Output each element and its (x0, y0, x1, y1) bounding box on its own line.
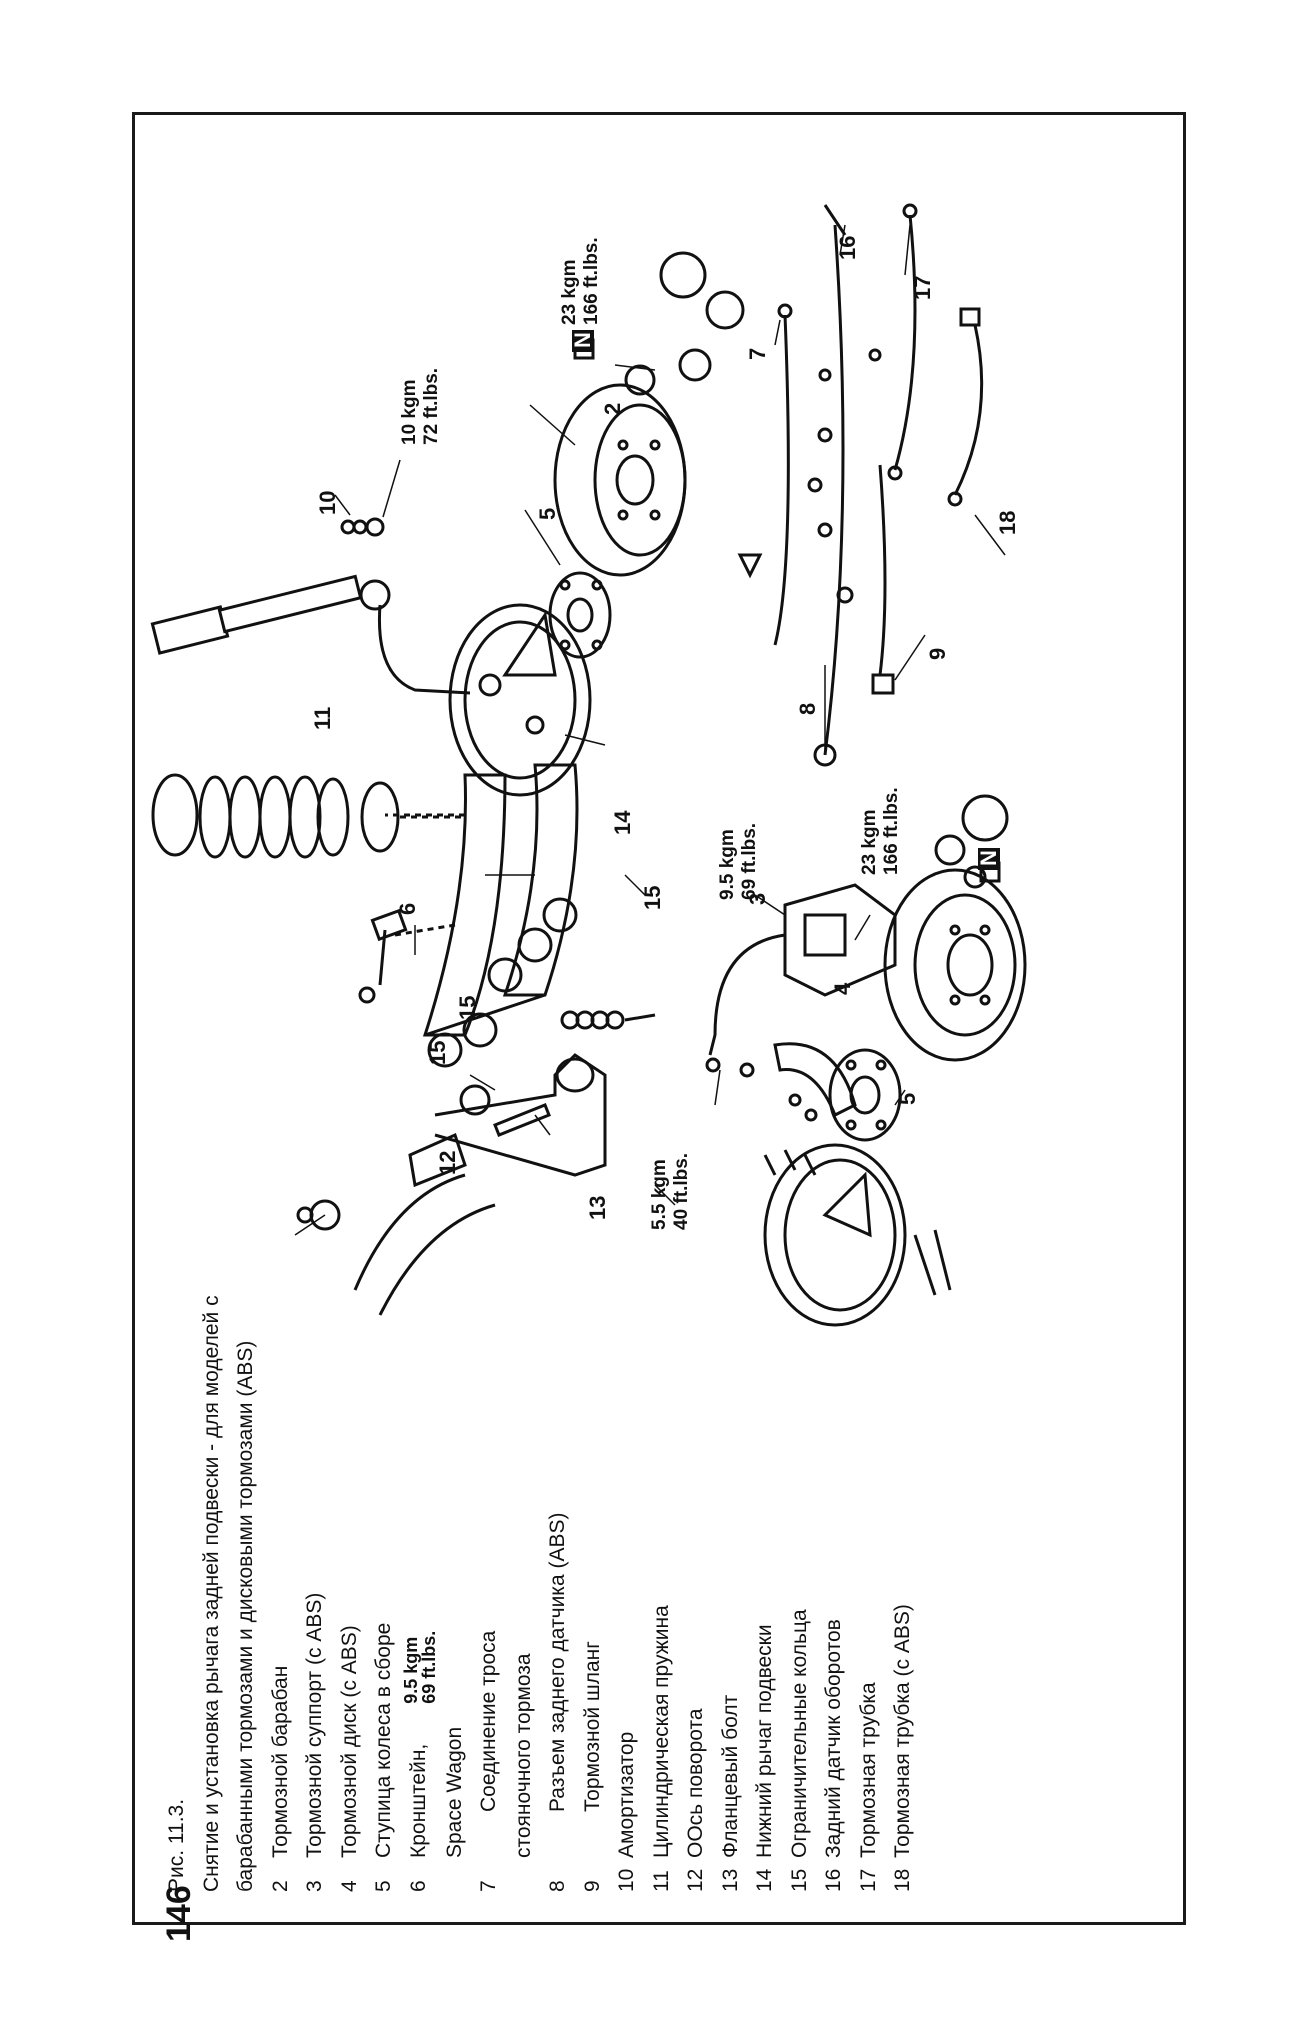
washer-set (560, 1010, 656, 1030)
torque-5-5kgm-2: 40 ft.lbs. (671, 1153, 692, 1230)
callout-n-lower: N (976, 850, 1001, 866)
parking-brake-cable (737, 303, 793, 646)
figure-frame (132, 112, 1186, 1925)
callout-4: 4 (830, 982, 855, 995)
callout-15-a: 15 (640, 886, 665, 910)
torque-10kgm-1: 10 kgm (399, 380, 420, 445)
callout-13: 13 (585, 1196, 610, 1220)
callout-9: 9 (925, 648, 950, 660)
brake-disc-part (883, 868, 1027, 1062)
flange-bolt-part (296, 1103, 551, 1231)
callout-5-top: 5 (535, 508, 560, 520)
callout-15-b: 15 (455, 996, 480, 1020)
callout-16: 16 (835, 236, 860, 260)
wheel-hub-top (548, 571, 612, 659)
callout-12: 12 (435, 1151, 460, 1175)
exploded-suspension-diagram: 2 3 4 5 5 6 7 8 9 10 11 12 13 14 15 15 1… (150, 203, 1027, 1327)
callout-11: 11 (310, 707, 335, 730)
callout-3: 3 (745, 893, 770, 905)
brake-pipe-18 (947, 307, 984, 507)
brake-backing-plate (448, 603, 592, 797)
callout-14: 14 (610, 810, 635, 835)
callout-7: 7 (745, 348, 770, 360)
callout-10: 10 (315, 491, 340, 515)
lower-arm-part (385, 763, 579, 1068)
coil-spring-part (151, 773, 465, 859)
brake-pipe-17 (887, 203, 918, 481)
shock-absorber-part (150, 517, 471, 695)
leader-lines (294, 224, 1006, 1236)
disc-backing-plate (763, 1143, 907, 1327)
pivot-axle-part (353, 1053, 607, 1316)
callout-5-lower: 5 (895, 1093, 920, 1105)
callout-15-c: 15 (425, 1041, 450, 1065)
bracket-part (358, 908, 456, 1004)
hub-nut-cap-top (573, 251, 745, 396)
torque-23kgm-top-2: 166 ft.lbs. (581, 237, 602, 325)
brake-caliper-part (705, 883, 897, 1078)
page-number: 146 (160, 1885, 198, 1942)
torque-9-5kgm-2: 69 ft.lbs. (739, 823, 760, 900)
torque-23kgm-lower-2: 166 ft.lbs. (881, 787, 902, 875)
torque-9-5kgm-1: 9.5 kgm (717, 829, 738, 900)
sensor-connector (871, 464, 895, 695)
callout-n-top: N (570, 332, 595, 348)
speed-sensor-harness (813, 204, 847, 767)
callout-2: 2 (600, 403, 625, 415)
callout-17: 17 (910, 276, 935, 300)
callout-18: 18 (995, 511, 1020, 535)
clip-set (807, 348, 882, 604)
torque-23kgm-top-1: 23 kgm (559, 260, 580, 325)
callout-8: 8 (795, 703, 820, 715)
torque-5-5kgm-1: 5.5 kgm (649, 1159, 670, 1230)
wheel-hub-lower (828, 1048, 902, 1142)
callout-6: 6 (395, 903, 420, 915)
torque-23kgm-lower-1: 23 kgm (859, 810, 880, 875)
brake-drum-part (553, 383, 687, 577)
torque-10kgm-2: 72 ft.lbs. (421, 368, 442, 445)
